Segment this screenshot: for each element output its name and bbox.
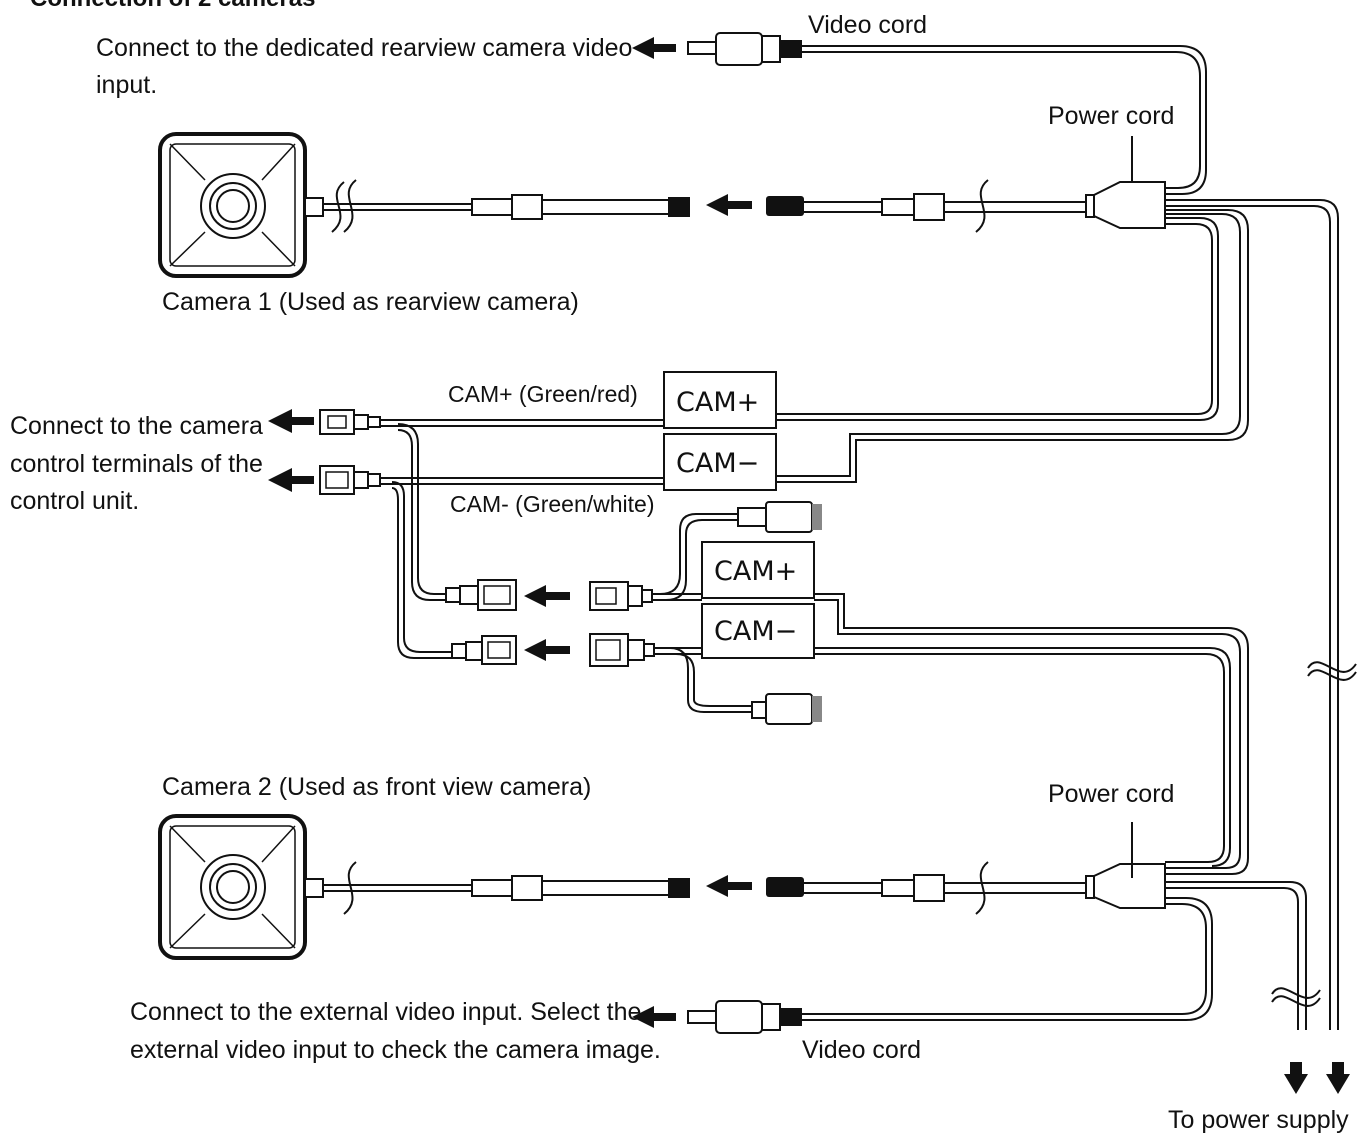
plug-left-lower	[451, 635, 517, 665]
bullet-plug-upper	[737, 501, 822, 533]
rearview-note: Connect to the dedicated rearview camera…	[96, 34, 632, 99]
junction-1-wires	[776, 199, 1339, 1030]
bullet-plug-lower	[751, 693, 822, 725]
cam-plus-box-1-label: CAM+	[676, 387, 759, 418]
external-note-line2: external video input to check the camera…	[130, 1036, 661, 1064]
power-cord-2	[766, 861, 1166, 915]
camera-2	[158, 814, 307, 960]
arrow-down-icon	[1284, 1062, 1308, 1094]
cam-minus-box-1-label: CAM−	[676, 448, 759, 479]
arrow-left-icon	[706, 875, 752, 897]
cam-minus-box-2-label: CAM−	[714, 616, 797, 647]
rearview-note-line2: input.	[96, 71, 157, 99]
plug-right-lower	[589, 633, 655, 667]
cam-plus-box-2-label: CAM+	[714, 556, 797, 587]
control-terminal-plus	[319, 409, 381, 435]
plug-right-upper	[589, 581, 653, 611]
arrow-down-icon	[1326, 1062, 1350, 1094]
video-cord-top-label: Video cord	[808, 11, 927, 39]
cam-minus-wire-label: CAM- (Green/white)	[450, 491, 654, 517]
arrow-left-icon	[268, 409, 314, 433]
camera-1	[158, 132, 307, 278]
camera-2-label: Camera 2 (Used as front view camera)	[162, 773, 591, 801]
arrow-left-icon	[706, 194, 752, 216]
power-cord-bottom-label: Power cord	[1048, 780, 1174, 808]
camera-1-cable	[304, 179, 690, 233]
external-note: Connect to the external video input. Sel…	[130, 998, 661, 1064]
rca-plug-bottom	[687, 1000, 802, 1034]
camera-2-cable	[304, 861, 690, 915]
external-note-line1: Connect to the external video input. Sel…	[130, 998, 641, 1026]
power-supply-label: To power supply	[1168, 1106, 1349, 1134]
cam-plus-box-1: CAM+	[663, 371, 777, 429]
control-terminal-minus	[319, 465, 381, 495]
power-cord-1	[766, 179, 1166, 233]
plug-left-upper	[445, 579, 517, 611]
control-note-line2: control terminals of the	[10, 450, 263, 478]
cam-minus-box-1: CAM−	[663, 433, 777, 491]
arrow-left-icon	[524, 585, 570, 607]
cam-plus-box-2: CAM+	[701, 541, 815, 599]
power-cord-top-label: Power cord	[1048, 102, 1174, 130]
arrow-left-icon	[524, 639, 570, 661]
control-note-line1: Connect to the camera	[10, 412, 263, 440]
video-cable-top	[802, 45, 1207, 195]
camera-1-label: Camera 1 (Used as rearview camera)	[162, 288, 579, 316]
video-cord-bottom-label: Video cord	[802, 1036, 921, 1064]
cam-plus-wire-label: CAM+ (Green/red)	[448, 381, 638, 407]
arrow-left-icon	[268, 468, 314, 492]
page-heading: Connection of 2 cameras	[30, 0, 315, 12]
video-cable-bottom	[802, 897, 1213, 1021]
rearview-note-line1: Connect to the dedicated rearview camera…	[96, 34, 632, 62]
arrow-left-icon	[632, 37, 676, 59]
cam-minus-box-2: CAM−	[701, 603, 815, 659]
control-note: Connect to the camera control terminals …	[10, 412, 263, 515]
control-note-line3: control unit.	[10, 487, 139, 515]
cable-break-mark	[1307, 661, 1357, 673]
rca-plug-top	[687, 32, 802, 66]
arrow-left-icon	[632, 1006, 676, 1028]
